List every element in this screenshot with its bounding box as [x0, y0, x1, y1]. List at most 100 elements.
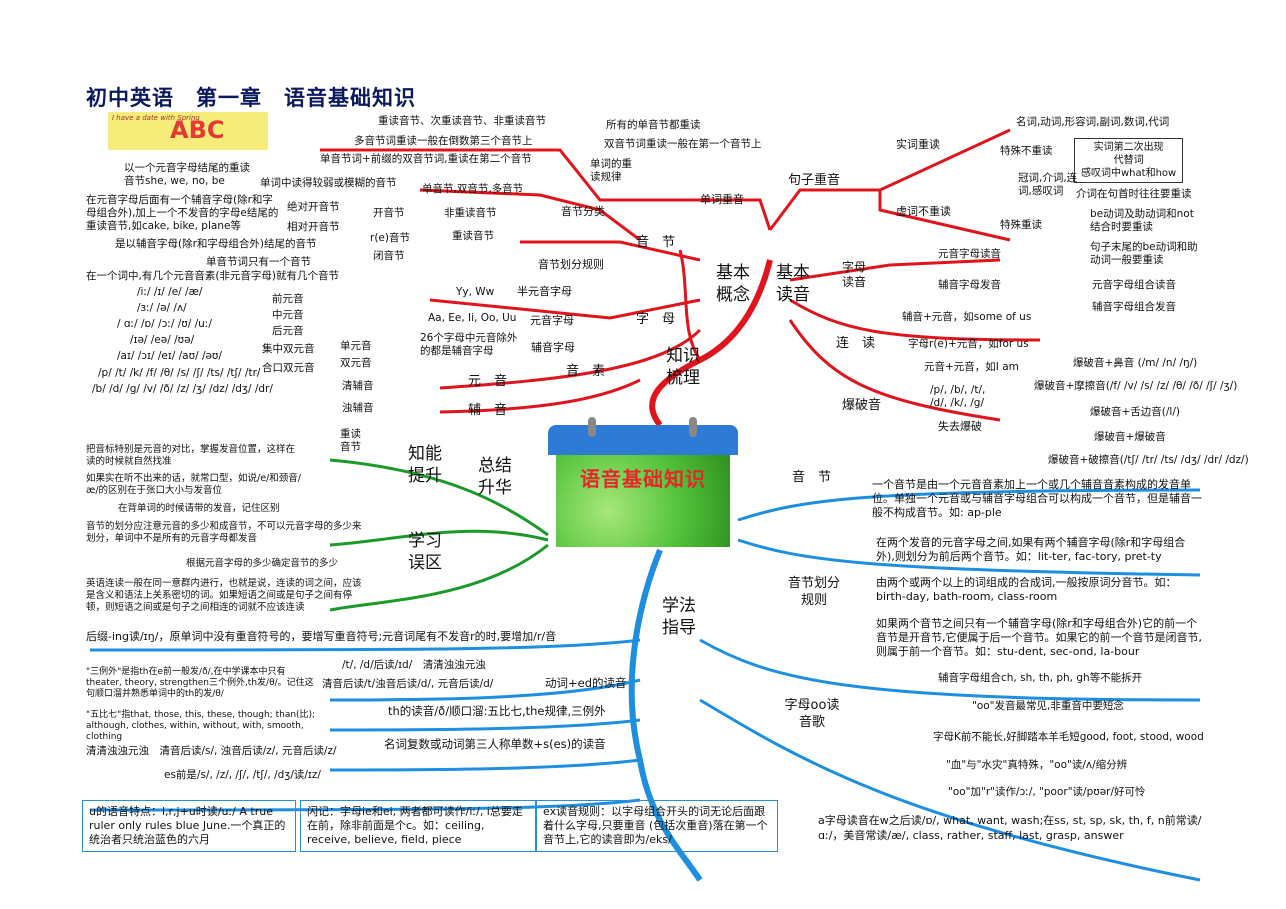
plosion-rule-4: 爆破音+爆破音 [1094, 431, 1166, 443]
linking-1: 辅音+元音，如some of us [902, 311, 1032, 323]
hub-ability: 知能提升 [408, 444, 442, 486]
calendar-body [556, 455, 730, 547]
stress-prefix: 单音节词+前缀的双音节词,重读在第二个音节 [320, 153, 532, 165]
semivowel-letters: Yy, Ww [456, 286, 495, 298]
voiceless-label: 清辅音 [342, 380, 374, 392]
calendar-ring [588, 417, 596, 437]
consonant-letter-label: 辅音字母 [531, 341, 575, 354]
special-stressed: 特殊重读 [1000, 219, 1042, 231]
ing-rule: 后缀-ing读/ɪŋ/，原单词中没有重音符号的，要增写重音符号;元音词尾有不发音… [86, 630, 557, 643]
voiced-label: 浊辅音 [342, 402, 374, 414]
special-stress-1: 介词在句首时往往要重读 [1076, 188, 1192, 200]
node-sentence-stress: 句子重音 [788, 173, 841, 188]
node-letter-reading: 字母读音 [842, 260, 867, 289]
wire-wuqu [329, 529, 549, 547]
split-method-1: 在两个发音的元音字母之间,如果有两个辅音字母(除r和字母组合外),则划分为前后两… [876, 536, 1186, 563]
wire-zimu [429, 298, 701, 320]
calendar-ring [689, 417, 697, 437]
mistake-2: 根据元音字母的多少确定音节的多少 [186, 558, 339, 569]
hub-summary: 总结升华 [478, 456, 512, 498]
semivowel-label: 半元音字母 [517, 285, 572, 298]
syllable-definition: 一个音节是由一个元音音素加上一个或几个辅音音素构成的发音单位。单独一个元音或与辅… [872, 478, 1202, 519]
node-letter: 字 母 [636, 312, 676, 327]
wire-m-oo [699, 638, 1201, 702]
plural-s-rule-2: es前是/s/, /z/, /ʃ/, /tʃ/, /dʒ/读/ɪz/ [164, 769, 321, 781]
node-stressed-syllable: 重读音节 [340, 428, 361, 453]
wire-liandu [789, 298, 1041, 342]
voiced-phonemes: /b/ /d/ /g/ /v/ /ð/ /z/ /ʒ/ /dz/ /dʒ/ /d… [92, 383, 273, 395]
split-rule-1: 单音节词只有一个音节 [206, 256, 311, 268]
node-syllable: 音 节 [636, 235, 676, 250]
split-method-2: 由两个或两个以上的词组成的合成词,一般按原词分音节。如：birth-day, b… [876, 576, 1177, 603]
oo-rule-4: "oo"加"r"读作/ɔː/, "poor"读/pʊər/好可怜 [948, 786, 1146, 798]
calendar-header [548, 425, 738, 455]
u-feature-box: u的语音特点：l,r,j+u时读/uː/ A true ruler only r… [82, 800, 296, 852]
plural-s-label: 名词复数或动词第三人称单数+s(es)的读音 [384, 737, 606, 751]
vowel-letter-reading: 元音字母读音 [938, 248, 1001, 260]
plosion-rule-1: 爆破音+鼻音 (/m/ /n/ /ŋ/) [1073, 357, 1198, 369]
hub-basic-concepts: 基本概念 [716, 263, 750, 305]
a-letter-rule: a字母读音在w之后读/ɒ/, what, want, wash;在ss, st,… [818, 814, 1202, 842]
ex-rule-box: ex读音规则：以字母组合开头的词无论后面跟着什么字母,只要重音 (包括次重音)落… [536, 800, 778, 852]
closed-syllable: 闭音节 [373, 250, 405, 262]
wire-m-left4 [329, 758, 641, 772]
content-word-stress: 实词重读 [896, 138, 940, 151]
front-vowel-label: 前元音 [272, 293, 304, 305]
plosion-rule-5: 爆破音+破擦音(/tʃ/ /tr/ /ts/ /dʒ/ /dr/ /dz/) [1048, 454, 1249, 466]
wire-baopo [788, 319, 1001, 422]
wire-concept [678, 249, 702, 361]
node-method-syllable: 音 节 [792, 470, 832, 485]
hub-mistakes: 学习误区 [408, 531, 442, 573]
th-list: "五比七"指that, those, this, these, though; … [86, 710, 316, 742]
wire-m-yinjie [737, 488, 1201, 522]
special-unstressed: 特殊不重读 [1000, 145, 1053, 157]
weak-syllable-desc: 单词中读得较弱或模糊的音节 [260, 177, 397, 189]
wire-danci [320, 148, 772, 231]
front-vowels: /iː/ /ɪ/ /e/ /æ/ [137, 286, 203, 298]
vowel-letters: Aa, Ee, Ii, Oo, Uu [428, 312, 517, 324]
ed-rule-1: /t/, /d/后读/ɪd/ 清清浊浊元浊 [342, 659, 486, 671]
node-syllable-split: 音节划分规则 [538, 258, 604, 271]
content-word-list: 名词,动词,形容词,副词,数词,代词 [1016, 116, 1170, 128]
loss-of-plosion: 失去爆破 [938, 420, 982, 433]
function-word-unstressed: 虚词不重读 [896, 205, 951, 218]
wire-m-left5 [89, 798, 641, 812]
wire-center-up [649, 259, 773, 427]
tip-3: 在背单词的时候请带的发音，记住区别 [118, 503, 280, 514]
node-syllable-class: 音节分类 [561, 205, 605, 218]
wire-m-left3 [329, 718, 641, 732]
wire-m-huafen [737, 538, 1201, 577]
centering-label: 集中双元音 [262, 343, 315, 355]
th-exceptions: "三例外"是指th在e前一般发/ð/,在中学课本中只有theater, theo… [86, 667, 314, 699]
vowel-combo-reading: 元音字母组合读音 [1092, 279, 1176, 291]
stress-rule-2: 双音节词重读一般在第一个音节上 [604, 138, 762, 150]
wire-method-main [628, 548, 703, 882]
linking-3: 元音+元音，如I am [924, 361, 1019, 373]
voiceless-phonemes: /p/ /t/ /k/ /f/ /θ/ /s/ /ʃ/ /ts/ /tʃ/ /t… [98, 367, 261, 379]
hub-method: 学法指导 [662, 596, 696, 638]
vowel-letter-label: 元音字母 [530, 314, 574, 327]
wire-yinjie [520, 240, 701, 262]
special-unstressed-box: 实词第二次出现 代替词 感叹词中what和how [1074, 138, 1184, 183]
consonant-combo-sound: 辅音字母组合发音 [1092, 301, 1176, 313]
special-stress-3: 句子末尾的be动词和助动词一般要重读 [1090, 241, 1198, 266]
node-vowel: 元 音 [468, 374, 508, 389]
node-plosive: 爆破音 [842, 398, 882, 413]
central-vowel-label: 中元音 [272, 309, 304, 321]
linking-2: 字母r(e)+元音，如for us [908, 338, 1029, 350]
wire-m-left2 [329, 678, 641, 702]
center-topic: 语音基础知识 [580, 467, 706, 491]
oo-rule-1: "oo"发音最常见,非重音中要短念 [972, 700, 1124, 712]
tip-2: 如果实在听不出来的话，就常口型，如说/e/和颈音/æ/的区别在于张口大小与发音位 [86, 473, 301, 496]
open-syllable: 开音节 [373, 207, 405, 219]
central-vowels: /ɜː/ /ə/ /ʌ/ [137, 302, 187, 314]
plosion-rule-2: 爆破音+摩擦音(/f/ /v/ /s/ /z/ /θ/ /ð/ /ʃ/ /ʒ/) [1034, 380, 1238, 392]
tip-1: 把音标特别是元音的对比，掌握发音位置，这样在读的时候就自然找准 [86, 444, 296, 467]
closing-label: 合口双元音 [262, 362, 315, 374]
spring-banner-image: I have a date with Spring ABC [108, 112, 268, 150]
oo-rule-3: "血"与"水灾"真特殊，"oo"读/ʌ/缩分辨 [946, 759, 1128, 771]
open-desc-1: 以一个元音字母结尾的重读音节she, we, no, be [124, 162, 250, 187]
mistake-1: 音节的划分应注意元音的多少和成音节，不可以元音字母的多少来划分，单词中不是所有的… [86, 521, 362, 544]
page-title: 初中英语 第一章 语音基础知识 [86, 86, 416, 110]
